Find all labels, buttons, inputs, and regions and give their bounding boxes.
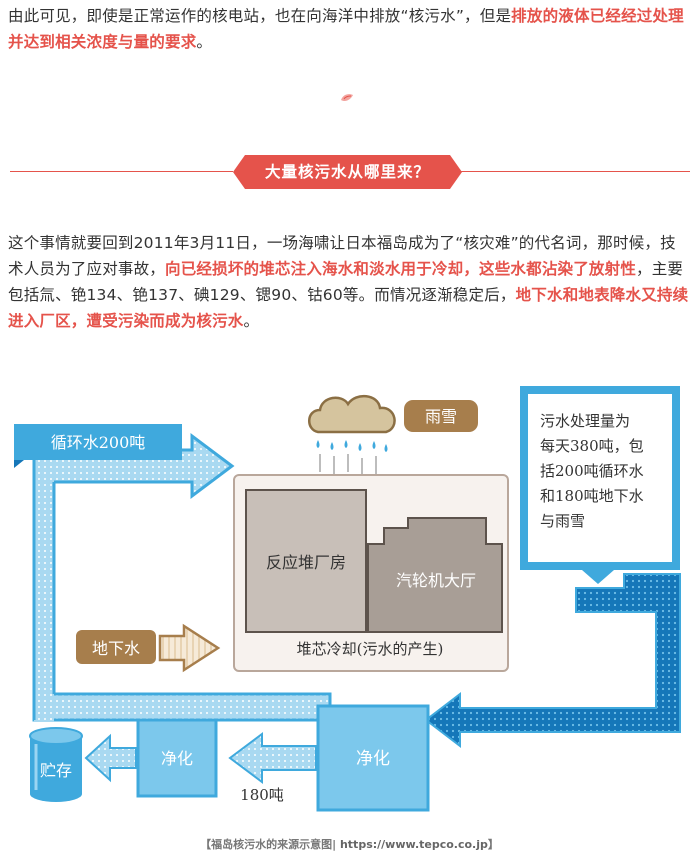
body-paragraph: 这个事情就要回到2011年3月11日，一场海啸让日本福岛成为了“核灾难”的代名词…	[8, 230, 690, 334]
intro-highlight: 排放的液体已经经过处理并达到相关浓度与量的要求	[8, 7, 684, 51]
recirculation-label: 循环水200吨	[51, 433, 146, 452]
purification-box-large: 净化	[316, 704, 430, 812]
figure-caption: 【福岛核污水的来源示意图| https://www.tepco.co.jp】	[0, 836, 699, 852]
purify-label-1: 净化	[356, 749, 390, 769]
groundwater-inflow: 地下水	[76, 623, 221, 673]
reactor-building-label: 反应堆厂房	[266, 553, 346, 572]
intro-text: 由此可见，即使是正常运作的核电站，也在向海洋中排放“核污水”，但是	[8, 7, 512, 25]
caption-end: 】	[487, 838, 499, 851]
body-text-2: ，主要包括氚、铯134、铯137、碘129、锶90、钴60等。而情况逐渐稳定后，	[8, 260, 684, 304]
rain-snow-label: 雨雪	[425, 407, 457, 426]
purify-label-2: 净化	[161, 749, 193, 768]
section-heading-title: 大量核污水从哪里来？	[233, 155, 462, 189]
groundwater-arrow-icon	[158, 623, 221, 673]
treatment-note: 污水处理量为 每天380吨，包 括200吨循环水 和180吨地下水 与雨雪	[520, 386, 680, 584]
body-highlight-1: 向已经损坏的堆芯注入海水和淡水用于冷却，这些水都沾染了放射性	[165, 260, 637, 278]
intro-end: 。	[196, 33, 213, 51]
recirculation-label-box: 循环水200吨	[14, 424, 182, 468]
section-heading: 大量核污水从哪里来？	[10, 155, 690, 189]
storage-label: 贮存	[40, 761, 72, 780]
core-cooling-label: 堆芯冷却(污水的产生)	[297, 640, 444, 658]
note-line-3: 括200吨循环水	[540, 462, 644, 480]
body-highlight-2: 地下水和地表降水又持续进入厂区，遭受污染而成为核污水	[8, 286, 689, 330]
storage-tank: 贮存	[29, 727, 83, 802]
flow-arrow-to-small-purifier	[228, 732, 317, 784]
heading-line-right	[460, 171, 690, 172]
amount-label: 180吨	[240, 786, 284, 804]
caption-source-link[interactable]: https://www.tepco.co.jp	[339, 838, 488, 851]
heading-line-left	[10, 171, 233, 172]
turbine-hall-label: 汽轮机大厅	[396, 571, 476, 590]
plant-site-box: 反应堆厂房 汽轮机大厅 堆芯冷却(污水的产生)	[233, 474, 509, 672]
flower-divider-icon	[341, 94, 353, 102]
reactor-building	[245, 489, 367, 633]
note-line-4: 和180吨地下水	[540, 487, 644, 505]
intro-paragraph: 由此可见，即使是正常运作的核电站，也在向海洋中排放“核污水”，但是排放的液体已经…	[8, 3, 690, 55]
contaminated-flow-pipe	[424, 573, 681, 749]
body-text-1: 这个事情就要回到2011年3月11日，一场海啸让日本福岛成为了“核灾难”的代名词…	[8, 234, 676, 278]
flow-arrow-to-storage	[84, 733, 137, 783]
contaminated-water-diagram: 循环水200吨 雨雪	[0, 380, 699, 842]
caption-text: 【福岛核污水的来源示意图|	[200, 838, 337, 851]
body-text-3: 。	[243, 312, 260, 330]
turbine-hall	[367, 517, 503, 633]
purification-box-small: 净化	[136, 718, 218, 798]
note-line-5: 与雨雪	[540, 512, 585, 530]
rain-snow-label-box: 雨雪	[404, 400, 478, 432]
note-line-1: 污水处理量为	[540, 412, 630, 430]
rain-cloud	[308, 395, 396, 478]
note-line-2: 每天380吨，包	[540, 437, 644, 455]
groundwater-label: 地下水	[92, 639, 140, 658]
